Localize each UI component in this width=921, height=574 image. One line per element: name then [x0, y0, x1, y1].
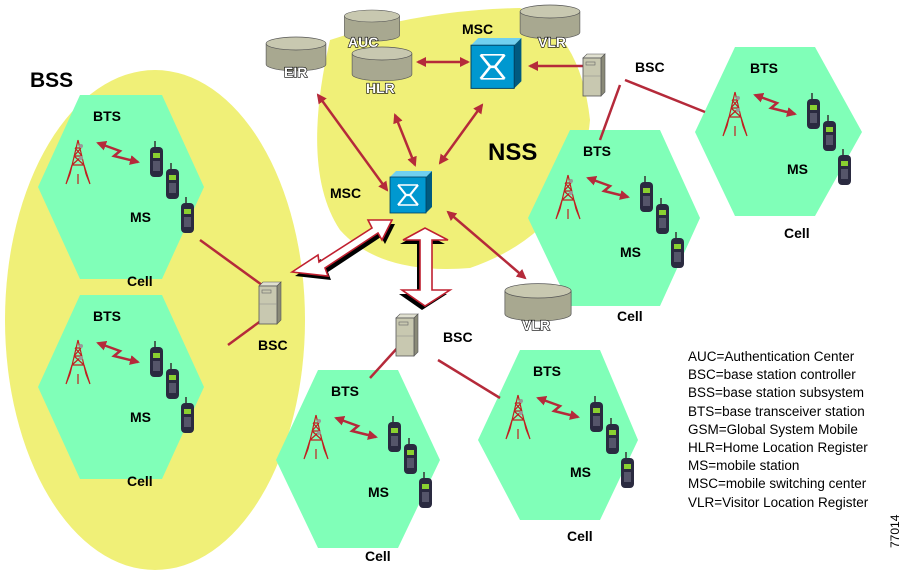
nss-signal-arrows — [316, 57, 585, 280]
cell-hexagon-6 — [695, 47, 862, 216]
cells-layer: BTSMSCellBTSMSCellBTSMSCellBTSMSCellBTSM… — [65, 60, 852, 564]
ms-label: MS — [130, 409, 151, 425]
bsc-server-icon-center — [395, 313, 419, 357]
cell-group: BTS MS Cell — [555, 143, 685, 324]
cell-hexagon-5 — [528, 130, 700, 306]
legend-entry: BSC=base station controller — [688, 367, 856, 383]
radio-link-arrow — [753, 93, 797, 117]
radio-link-arrow — [96, 141, 140, 165]
bsc-server-icon-left — [258, 281, 282, 325]
radio-link-arrow — [586, 176, 630, 200]
cell-hexagon-4 — [478, 350, 638, 520]
cell-hexagon-1 — [38, 95, 204, 279]
legend-entry: VLR=Visitor Location Register — [688, 494, 869, 510]
a-interface-arrow-down — [399, 227, 453, 310]
msc-label-main: MSC — [330, 185, 361, 201]
cell-group: BTS MS Cell — [722, 60, 852, 241]
a-interface-arrow-left — [289, 219, 395, 280]
msc-label-top: MSC — [462, 21, 493, 37]
hlr-label: HLR — [366, 80, 395, 96]
cell-group: BTS MS Cell — [65, 308, 195, 489]
bss-region-label: BSS — [30, 69, 73, 92]
legend-entry: BTS=base transceiver station — [688, 403, 865, 419]
eir-label: EIR — [284, 64, 307, 80]
figure-id: 77014 — [888, 514, 902, 548]
radio-link-arrow — [536, 396, 580, 420]
legend-entry: GSM=Global System Mobile — [688, 421, 858, 437]
cell-caption: Cell — [784, 225, 810, 241]
legend-entry: MS=mobile station — [688, 458, 800, 474]
bsc-server-icon-right — [582, 53, 606, 97]
cell-hexagon-2 — [38, 295, 204, 479]
cell-caption: Cell — [127, 473, 153, 489]
msc-switch-icon-top — [469, 36, 523, 90]
bsc-label-left: BSC — [258, 337, 288, 353]
vlr-database-icon-lower — [504, 283, 572, 322]
legend-entry: MSC=mobile switching center — [688, 476, 867, 492]
cell-caption: Cell — [127, 273, 153, 289]
radio-link-arrow — [334, 416, 378, 440]
legend-entry: AUC=Authentication Center — [688, 349, 855, 364]
bsc-cell-links — [199, 78, 706, 400]
bts-label: BTS — [93, 308, 121, 324]
cell-caption: Cell — [617, 308, 643, 324]
legend-entry: HLR=Home Location Register — [688, 440, 868, 456]
nss-region-label: NSS — [488, 139, 537, 166]
msc-switch-icon-main — [388, 169, 434, 215]
cell-group: BTS MS Cell — [505, 363, 635, 544]
legend-entry: BSS=base station subsystem — [688, 385, 864, 401]
bsc-label-center: BSC — [443, 329, 473, 345]
bts-label: BTS — [750, 60, 778, 76]
bts-label: BTS — [583, 143, 611, 159]
cell-caption: Cell — [365, 548, 391, 564]
bts-label: BTS — [533, 363, 561, 379]
bts-label: BTS — [93, 108, 121, 124]
ms-label: MS — [787, 161, 808, 177]
bsc-label-right: BSC — [635, 59, 665, 75]
cell-group: BTS MS Cell — [65, 108, 195, 289]
ms-label: MS — [130, 209, 151, 225]
cell-group: BTS MS Cell — [303, 383, 433, 564]
hlr-database-icon — [351, 46, 413, 82]
bts-label: BTS — [331, 383, 359, 399]
vlr-label-top: VLR — [538, 34, 566, 50]
cell-caption: Cell — [567, 528, 593, 544]
vlr-label-lower: VLR — [522, 317, 550, 333]
auc-label: AUC — [348, 34, 378, 50]
ms-label: MS — [368, 484, 389, 500]
ms-label: MS — [620, 244, 641, 260]
radio-link-arrow — [96, 341, 140, 365]
cell-hexagon-3 — [276, 370, 440, 548]
ms-label: MS — [570, 464, 591, 480]
